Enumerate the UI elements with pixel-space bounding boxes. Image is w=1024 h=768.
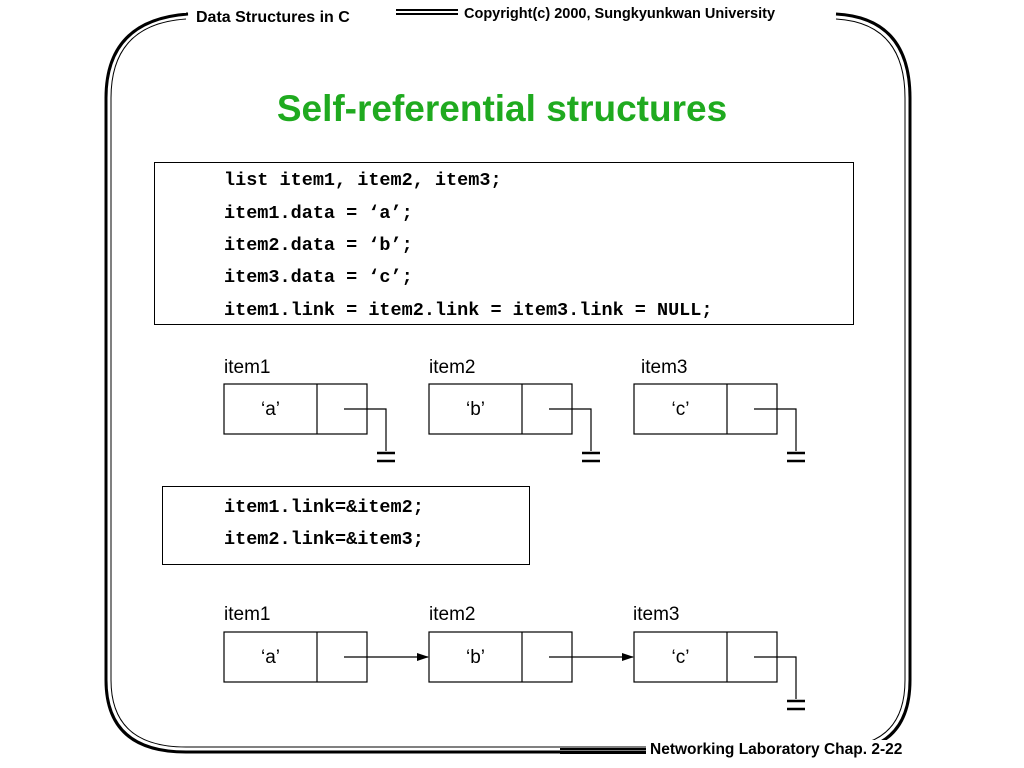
footer-text: Networking Laboratory Chap. 2-22 xyxy=(646,740,907,760)
null-link-line xyxy=(754,656,797,699)
null-ground-icon xyxy=(582,451,600,463)
code-block-links: item1.link=&item2; item2.link=&item3; xyxy=(162,486,530,565)
node-value: ‘a’ xyxy=(260,399,280,420)
node-label: item3 xyxy=(633,604,680,625)
code-line: item3.data = ‘c’; xyxy=(224,267,413,288)
node-value: ‘b’ xyxy=(465,399,485,420)
node-label: item1 xyxy=(224,604,271,625)
copyright-text: Copyright(c) 2000, Sungkyunkwan Universi… xyxy=(458,4,782,24)
null-link-line xyxy=(754,408,797,451)
code-line: item2.link=&item3; xyxy=(224,529,424,550)
null-ground-icon xyxy=(787,699,805,711)
slide-title: Self-referential structures xyxy=(276,88,728,129)
code-line: list item1, item2, item3; xyxy=(224,170,502,191)
node-value: ‘a’ xyxy=(260,647,280,668)
node-value: ‘c’ xyxy=(671,399,690,420)
node-value: ‘b’ xyxy=(465,647,485,668)
null-ground-icon xyxy=(377,451,395,463)
list-node xyxy=(633,383,805,463)
node-label: item3 xyxy=(641,357,688,378)
code-line: item1.data = ‘a’; xyxy=(224,203,413,224)
null-link-line xyxy=(549,408,592,451)
null-ground-icon xyxy=(787,451,805,463)
code-block-declarations: list item1, item2, item3; item1.data = ‘… xyxy=(154,162,854,325)
list-node xyxy=(223,383,395,463)
code-line: item1.link = item2.link = item3.link = N… xyxy=(224,300,713,321)
node-value: ‘c’ xyxy=(671,647,690,668)
code-line: item1.link=&item2; xyxy=(224,497,424,518)
list-node xyxy=(428,383,600,463)
node-label: item1 xyxy=(224,357,271,378)
list-node xyxy=(633,631,805,711)
course-title: Data Structures in C xyxy=(190,8,356,28)
null-link-line xyxy=(344,408,387,451)
node-label: item2 xyxy=(429,357,476,378)
node-label: item2 xyxy=(429,604,476,625)
code-line: item2.data = ‘b’; xyxy=(224,235,413,256)
